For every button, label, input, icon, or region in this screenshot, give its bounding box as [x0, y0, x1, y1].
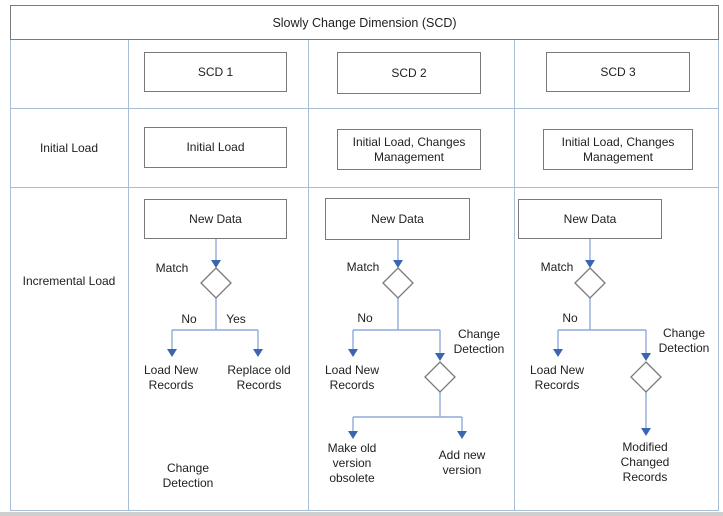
arrowhead	[457, 431, 467, 439]
scd1-match-diamond	[200, 267, 232, 299]
row-divider-2	[10, 187, 719, 188]
arrowhead	[585, 260, 595, 268]
scd3-match-label: Match	[540, 260, 574, 274]
scd1-new-data-label: New Data	[189, 211, 242, 226]
scd3-new-data-label: New Data	[563, 211, 617, 226]
arrowhead	[393, 260, 403, 268]
scd1-load-new-records-label: Load New Records	[143, 363, 199, 392]
scd3-load-new-records-label: Load New Records	[529, 363, 585, 392]
arrowhead	[348, 431, 358, 439]
scd1-header-label: SCD 1	[197, 64, 234, 79]
scd1-header-box: SCD 1	[144, 52, 287, 92]
scd2-make-old-version-obsolete-label: Make old version obsolete	[327, 441, 377, 485]
scd3-no-label: No	[562, 311, 578, 325]
scd2-load-new-records-label: Load New Records	[324, 363, 380, 392]
scd1-initial-load-label: Initial Load	[186, 140, 245, 154]
scd3-match-diamond	[574, 267, 606, 299]
scd2-match-diamond	[382, 267, 414, 299]
column-divider-2	[308, 40, 309, 511]
scd2-header-label: SCD 2	[391, 65, 427, 80]
arrowhead	[167, 349, 177, 357]
arrowhead	[553, 349, 563, 357]
scd3-header-label: SCD 3	[600, 64, 636, 79]
scd1-flow	[167, 239, 263, 357]
row-divider-1	[10, 108, 719, 109]
column-divider-1	[128, 40, 129, 511]
column-divider-3	[514, 40, 515, 511]
scd1-yes-label: Yes	[226, 312, 246, 326]
arrowhead	[211, 260, 221, 268]
scd2-flow	[348, 240, 467, 439]
page-edge-strip	[0, 512, 723, 516]
scd3-new-data-box: New Data	[518, 199, 662, 239]
scd3-change-detection-label: Change Detection	[658, 326, 710, 355]
scd2-new-data-box: New Data	[325, 198, 470, 240]
diagram-title: Slowly Change Dimension (SCD)	[10, 5, 719, 40]
scd2-header-box: SCD 2	[337, 52, 481, 94]
scd3-initial-load-box: Initial Load, Changes Management	[543, 129, 693, 170]
scd2-add-new-version-label: Add new version	[438, 448, 486, 477]
scd2-initial-load-box: Initial Load, Changes Management	[337, 129, 481, 170]
diagram-title-text: Slowly Change Dimension (SCD)	[272, 15, 457, 30]
scd2-change-detection-label: Change Detection	[453, 327, 505, 356]
arrowhead	[435, 353, 445, 361]
scd1-initial-load-box: Initial Load	[144, 127, 287, 168]
arrowhead	[641, 353, 651, 361]
scd1-change-detection-label: Change Detection	[162, 461, 214, 490]
scd1-no-label: No	[181, 312, 197, 326]
scd2-new-data-label: New Data	[371, 211, 424, 226]
scd2-match-label: Match	[346, 260, 380, 274]
arrowhead	[641, 428, 651, 436]
scd2-no-label: No	[357, 311, 373, 325]
scd3-initial-load-label: Initial Load, Changes Management	[561, 134, 675, 164]
scd3-flow	[553, 239, 662, 436]
scd3-change-diamond	[630, 361, 662, 393]
row-label-incremental-load: Incremental Load	[22, 274, 116, 288]
scd2-initial-load-label: Initial Load, Changes Management	[352, 134, 466, 164]
scd3-modified-changed-records-label: Modified Changed Records	[620, 440, 670, 484]
arrowhead	[348, 349, 358, 357]
scd1-match-label: Match	[155, 261, 189, 275]
scd3-header-box: SCD 3	[546, 52, 690, 92]
arrowhead	[253, 349, 263, 357]
scd1-new-data-box: New Data	[144, 199, 287, 239]
row-label-initial-load: Initial Load	[39, 141, 99, 155]
scd2-change-diamond	[424, 361, 456, 393]
scd1-replace-old-records-label: Replace old Records	[227, 363, 291, 392]
